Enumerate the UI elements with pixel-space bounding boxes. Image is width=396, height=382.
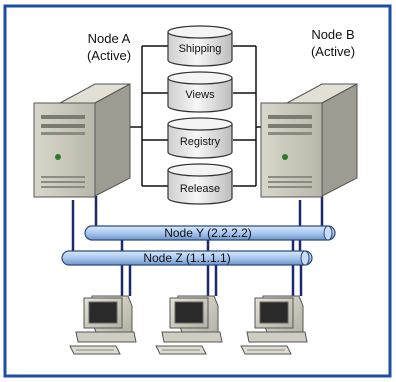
storage-disk-views: Views [167, 71, 233, 113]
disk-label: Registry [180, 136, 221, 148]
client-workstation [240, 295, 308, 355]
disk-label: Views [185, 89, 215, 101]
network-pipe-node-z: Node Z (1.1.1.1) [61, 250, 313, 266]
server-node-b [260, 83, 358, 198]
network-pipe-node-y: Node Y (2.2.2.2) [84, 225, 336, 241]
node-a-status: (Active) [86, 48, 132, 63]
disk-label: Release [180, 183, 220, 195]
storage-links [123, 45, 273, 187]
server-node-a [33, 83, 131, 198]
network-label: Node Z (1.1.1.1) [143, 251, 230, 265]
client-workstation [69, 295, 137, 355]
client-workstation [155, 295, 223, 355]
network-label: Node Y (2.2.2.2) [164, 226, 252, 240]
storage-disk-shipping: Shipping [167, 25, 233, 67]
node-a-label: Node A (Active) [64, 30, 154, 64]
disk-label: Shipping [179, 43, 222, 55]
node-b-name: Node B [311, 27, 355, 42]
storage-disk-release: Release [167, 163, 233, 205]
client-cables-z [128, 265, 303, 296]
node-b-label: Node B (Active) [288, 26, 378, 60]
storage-disk-registry: Registry [167, 117, 233, 159]
node-a-name: Node A [87, 31, 131, 46]
client-cables-y [120, 240, 295, 296]
node-b-status: (Active) [310, 44, 356, 59]
